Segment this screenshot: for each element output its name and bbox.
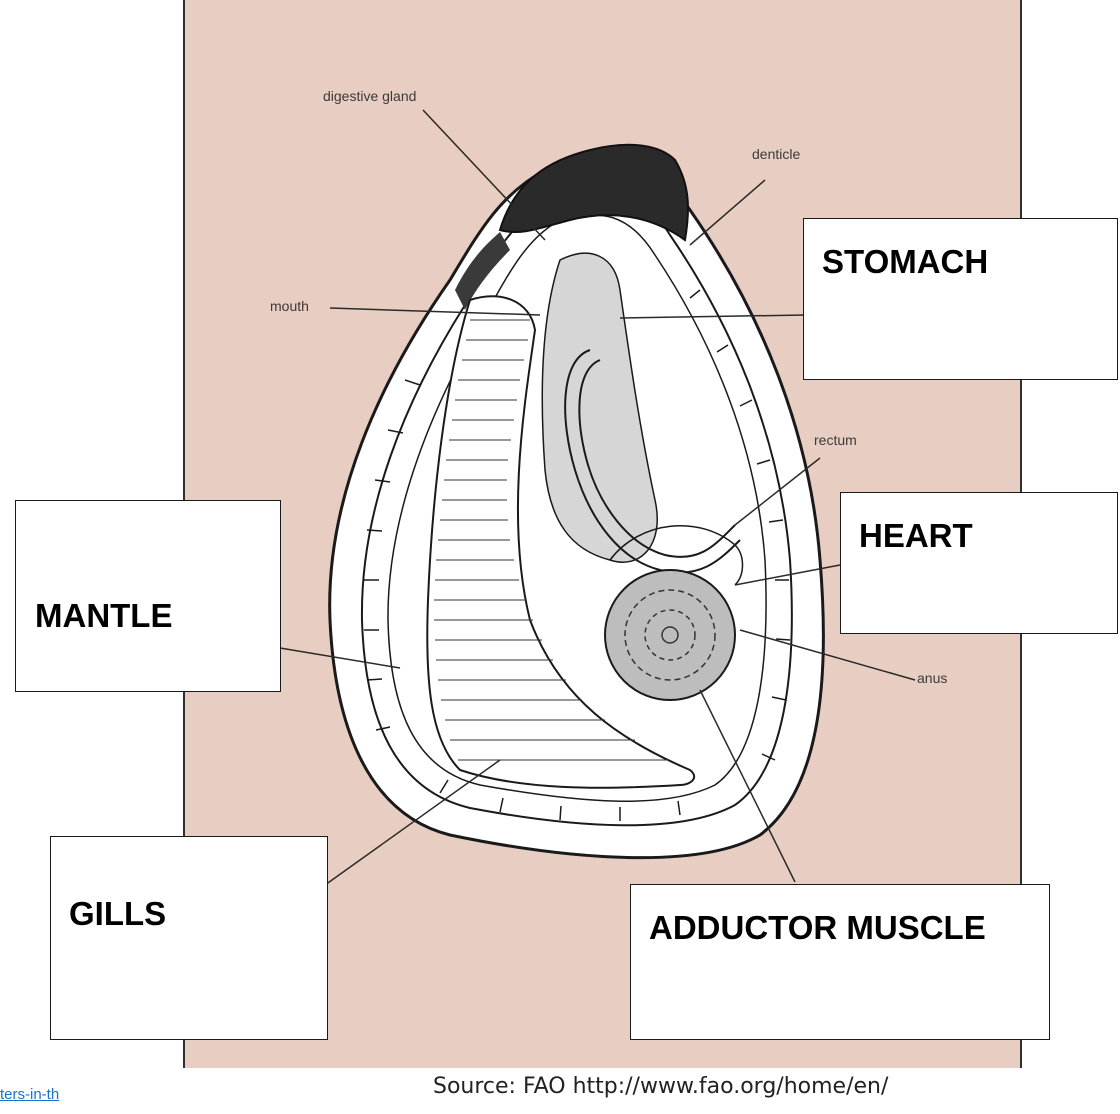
mantle-answer-text: MANTLE — [35, 597, 172, 635]
label-mouth: mouth — [270, 298, 309, 314]
label-digestive-gland: digestive gland — [323, 88, 416, 104]
stomach-answer-text: STOMACH — [822, 243, 988, 281]
source-caption: Source: FAO http://www.fao.org/home/en/ — [433, 1074, 888, 1099]
adductor-muscle-answer-text: ADDUCTOR MUSCLE — [649, 909, 986, 947]
label-anus: anus — [917, 670, 947, 686]
leader-digestive-gland — [423, 110, 545, 240]
label-rectum: rectum — [814, 432, 857, 448]
label-denticle: denticle — [752, 146, 800, 162]
leader-denticle — [690, 180, 765, 245]
mantle-answer-box: MANTLE — [15, 500, 281, 692]
heart-answer-box: HEART — [840, 492, 1118, 634]
truncated-link[interactable]: ters-in-th — [0, 1086, 59, 1103]
adductor-muscle-answer-box: ADDUCTOR MUSCLE — [630, 884, 1050, 1040]
stomach-answer-box: STOMACH — [803, 218, 1118, 380]
gills-answer-text: GILLS — [69, 895, 166, 933]
gills-answer-box: GILLS — [50, 836, 328, 1040]
heart-answer-text: HEART — [859, 517, 973, 555]
